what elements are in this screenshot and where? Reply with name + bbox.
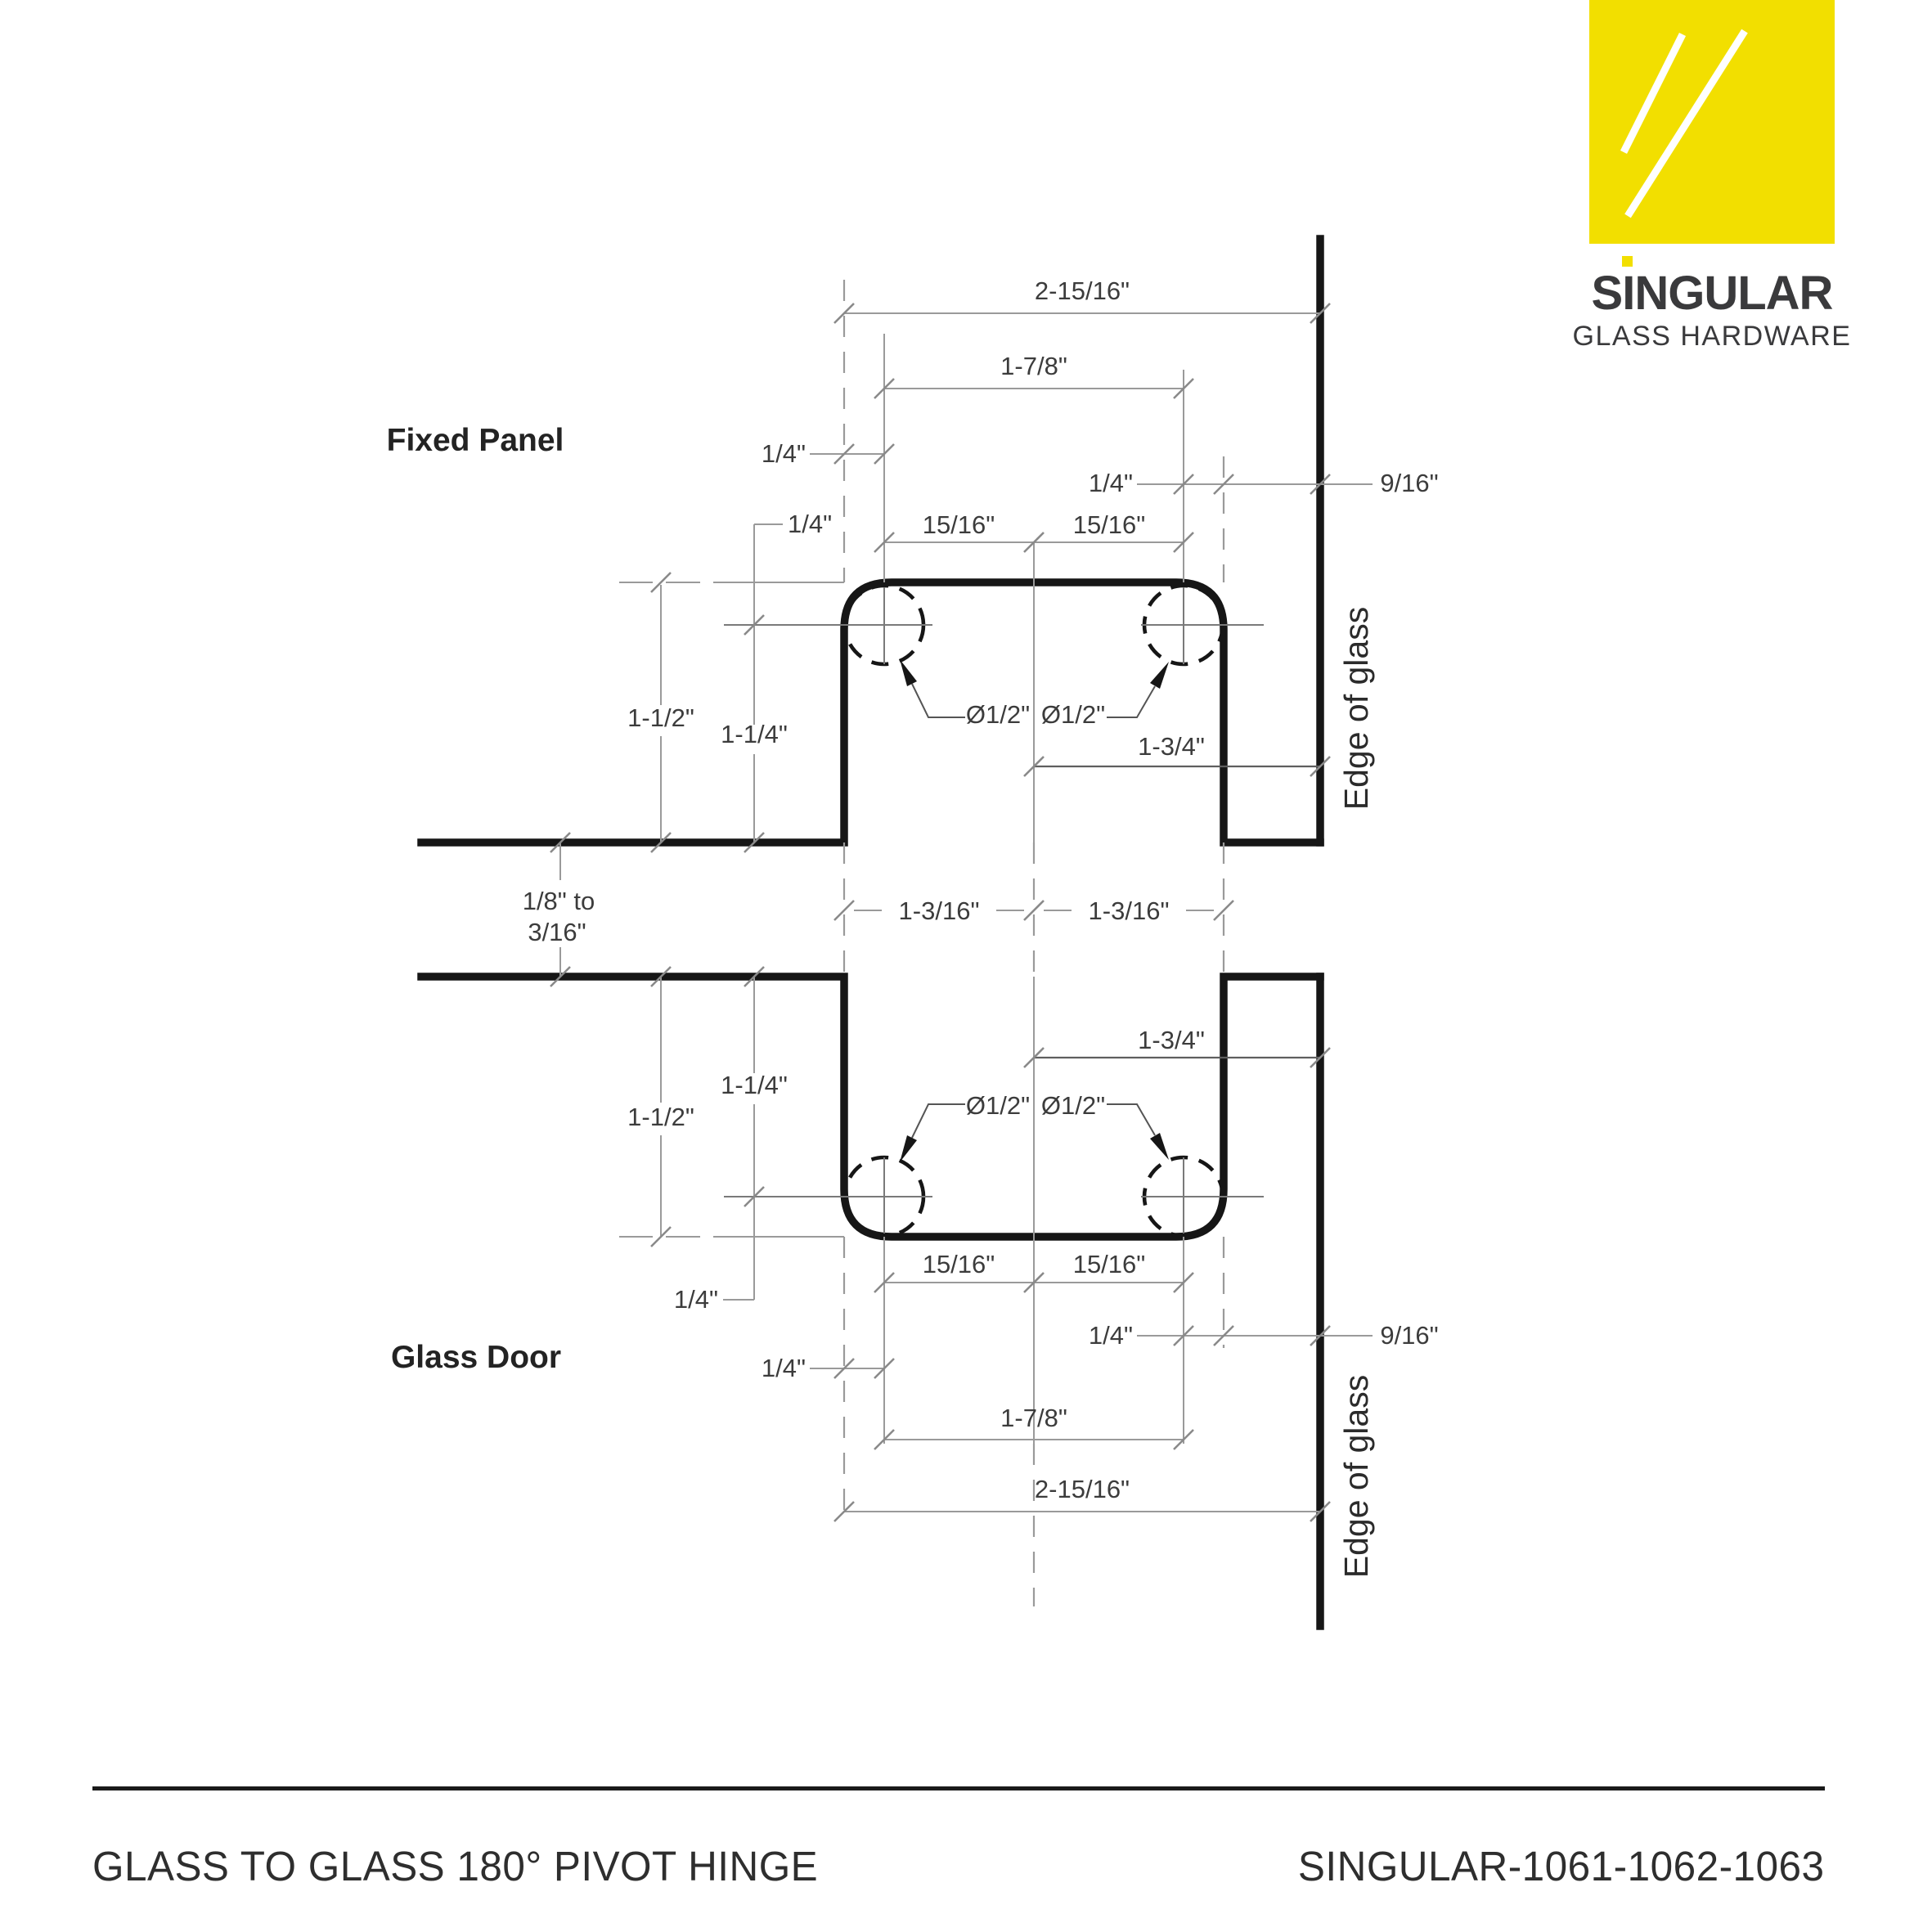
dim-center-to-edge-door: 1-3/4" [1138, 1026, 1205, 1054]
footer-rule [92, 1786, 1825, 1790]
dim-quarter-door-elbow: 1/4" [674, 1285, 718, 1314]
dim-hole-dia-top-right: Ø1/2" [1041, 700, 1105, 729]
dim-cutout-depth-top: 1-1/2" [627, 703, 694, 732]
fixed-panel-label: Fixed Panel [387, 423, 564, 458]
construction-lines-dashed [842, 280, 1225, 1606]
dim-hole-dia-door-right: Ø1/2" [1041, 1091, 1105, 1120]
dim-fifteen-sixteenths-top-right: 15/16" [1073, 510, 1146, 539]
dim-hole-depth-top: 1-1/4" [721, 720, 788, 748]
brand-name: SINGULAR [1591, 267, 1834, 320]
dim-quarter-top-left: 1/4" [762, 439, 806, 468]
dim-quarter-door-right: 1/4" [1089, 1321, 1133, 1350]
dim-hole-dia-top-left: Ø1/2" [966, 700, 1030, 729]
glass-pane-icon [1589, 0, 1835, 244]
dim-center-half-left: 1-3/16" [899, 896, 980, 925]
dim-quarter-top-elbow: 1/4" [788, 510, 832, 538]
logo-diagonal-1 [1620, 32, 1687, 155]
dim-gap-min: 1/8" to [523, 887, 595, 915]
dim-hole-depth-door: 1-1/4" [721, 1071, 788, 1099]
dim-quarter-door-left: 1/4" [762, 1354, 806, 1382]
dim-fifteen-sixteenths-door-right: 15/16" [1073, 1250, 1146, 1278]
brand-logo: SINGULAR GLASS HARDWARE [1573, 0, 1850, 352]
dim-nine-sixteenths-top: 9/16" [1380, 469, 1438, 497]
dim-fifteen-sixteenths-door-left: 15/16" [923, 1250, 995, 1278]
brand-tagline: GLASS HARDWARE [1572, 321, 1852, 352]
dim-center-half-right: 1-3/16" [1089, 896, 1170, 925]
dim-hole-span-top: 1-7/8" [1000, 352, 1067, 380]
dim-nine-sixteenths-door: 9/16" [1380, 1321, 1438, 1350]
glass-door-cutout-path [417, 973, 1324, 1241]
logo-yellow-square [1589, 0, 1835, 244]
glass-door-dimensions [619, 977, 1373, 1512]
brand-i-dot-icon [1622, 256, 1633, 267]
tick-marks [550, 303, 1331, 1522]
dim-quarter-top-right: 1/4" [1089, 469, 1133, 497]
edge-of-glass-label-top: Edge of glass [1337, 607, 1375, 810]
product-title: GLASS TO GLASS 180° PIVOT HINGE [92, 1843, 819, 1889]
dim-center-to-edge-top: 1-3/4" [1138, 732, 1205, 761]
dim-hole-span-door: 1-7/8" [1000, 1404, 1067, 1432]
gap-dimensions [559, 842, 1214, 977]
hole-leaders [900, 659, 1169, 1162]
hole-center-crosses [724, 587, 1264, 1233]
dim-overall-door: 2-15/16" [1035, 1475, 1130, 1503]
dim-overall-top: 2-15/16" [1035, 276, 1130, 305]
glass-door-label: Glass Door [391, 1340, 561, 1375]
dim-fifteen-sixteenths-top-left: 15/16" [923, 510, 995, 539]
dim-gap-max: 3/16" [528, 918, 586, 946]
dim-cutout-depth-door: 1-1/2" [627, 1103, 694, 1131]
fixed-panel-dimensions [619, 312, 1373, 842]
edge-of-glass-label-bottom: Edge of glass [1337, 1375, 1375, 1578]
dim-hole-dia-door-left: Ø1/2" [966, 1091, 1030, 1120]
product-code: SINGULAR-1061-1062-1063 [1298, 1843, 1825, 1889]
fixed-panel-cutout-path [417, 578, 1324, 847]
glass-door-outline [417, 973, 1324, 1630]
logo-diagonal-2 [1624, 29, 1748, 218]
